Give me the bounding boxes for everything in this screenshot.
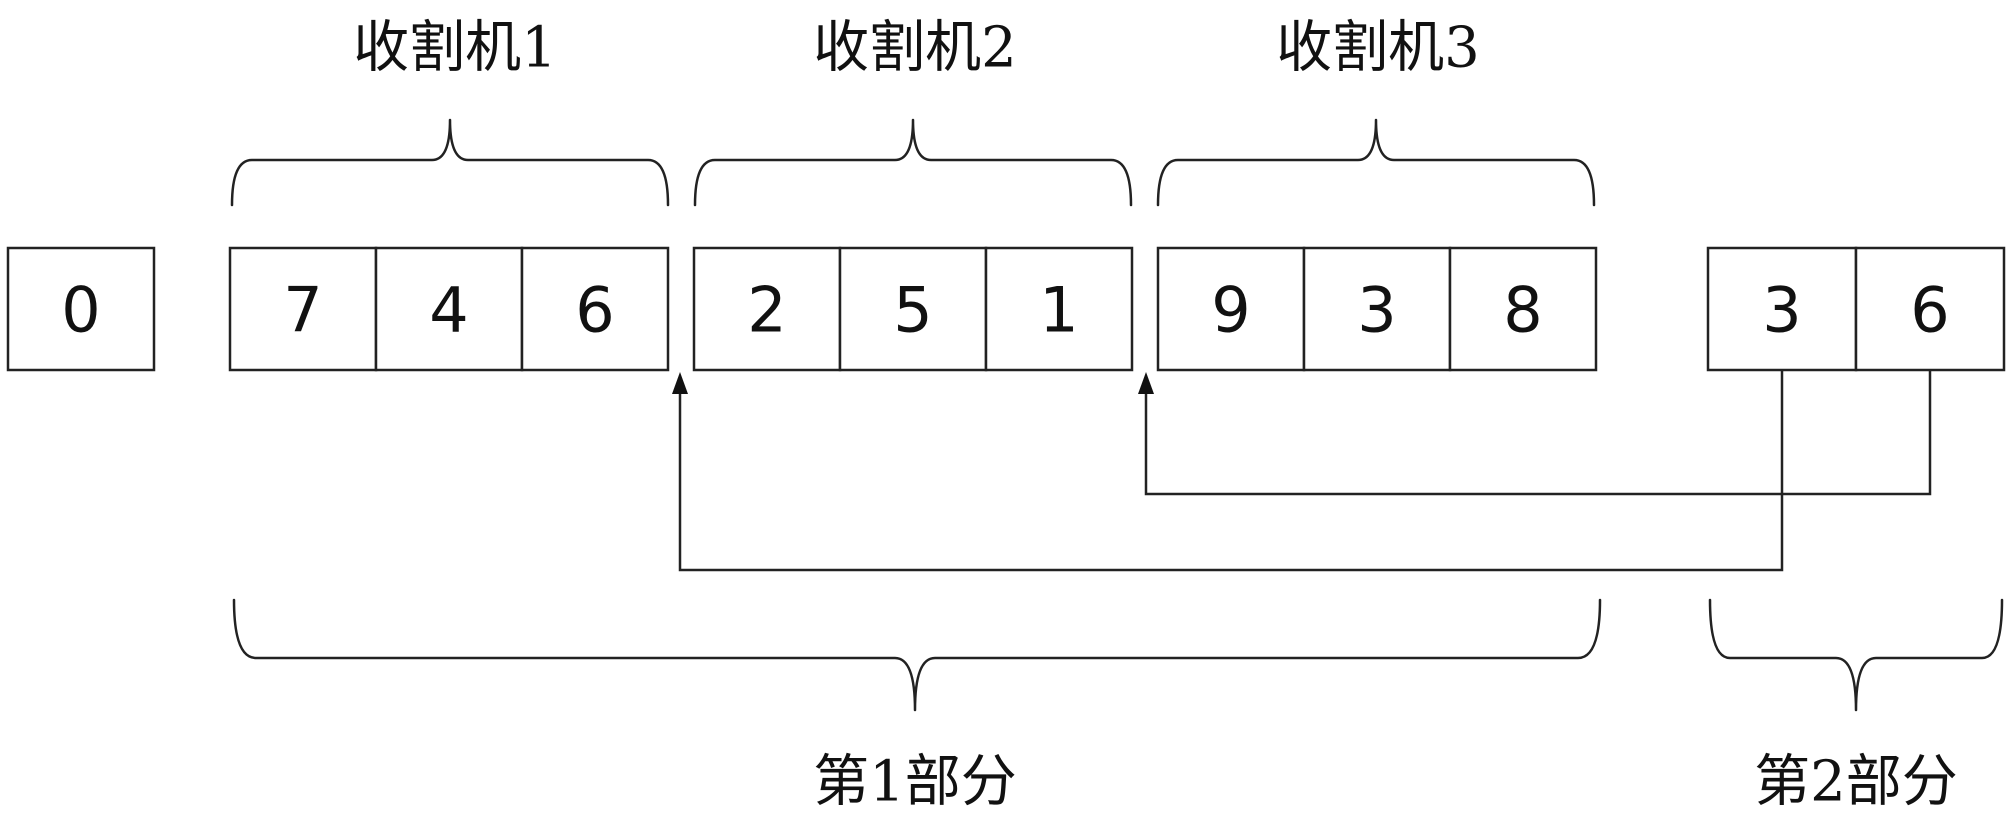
harvester-3-brace bbox=[1156, 118, 1596, 207]
gene-cell: 3 bbox=[1357, 274, 1396, 347]
gene-cell: 1 bbox=[1039, 274, 1078, 347]
harvester-1-genes: 7 4 6 bbox=[228, 246, 670, 372]
harvester-1-brace bbox=[230, 118, 670, 207]
part2-genes: 3 6 bbox=[1706, 246, 2006, 372]
gene-cell: 9 bbox=[1211, 274, 1250, 347]
leading-gene-value: 0 bbox=[61, 274, 100, 347]
breakpoint-gene-cell: 6 bbox=[1910, 274, 1949, 347]
gene-cell: 2 bbox=[747, 274, 786, 347]
harvester-3-label: 收割机3 bbox=[1276, 16, 1480, 81]
gene-cell: 5 bbox=[893, 274, 932, 347]
gene-cell: 8 bbox=[1503, 274, 1542, 347]
harvester-2-brace bbox=[693, 118, 1133, 207]
harvester-2-label: 收割机2 bbox=[813, 16, 1017, 81]
harvester-2-genes: 2 5 1 bbox=[692, 246, 1134, 372]
part2-brace bbox=[1708, 598, 2004, 712]
part2-label: 第2部分 bbox=[1754, 750, 1958, 815]
gene-cell: 7 bbox=[283, 274, 322, 347]
breakpoint-gene-cell: 3 bbox=[1762, 274, 1801, 347]
harvester-1-label: 收割机1 bbox=[353, 16, 557, 81]
gene-cell: 4 bbox=[429, 274, 468, 347]
breakpoint-arrow-2 bbox=[1144, 370, 1932, 496]
arrow-head-2 bbox=[1138, 372, 1154, 394]
part1-label: 第1部分 bbox=[813, 750, 1017, 815]
breakpoint-arrow-1 bbox=[678, 370, 1784, 572]
gene-cell: 6 bbox=[575, 274, 614, 347]
leading-gene-cell: 0 bbox=[6, 246, 156, 372]
arrow-head-1 bbox=[672, 372, 688, 394]
part1-brace bbox=[232, 598, 1602, 712]
harvester-3-genes: 9 3 8 bbox=[1156, 246, 1598, 372]
